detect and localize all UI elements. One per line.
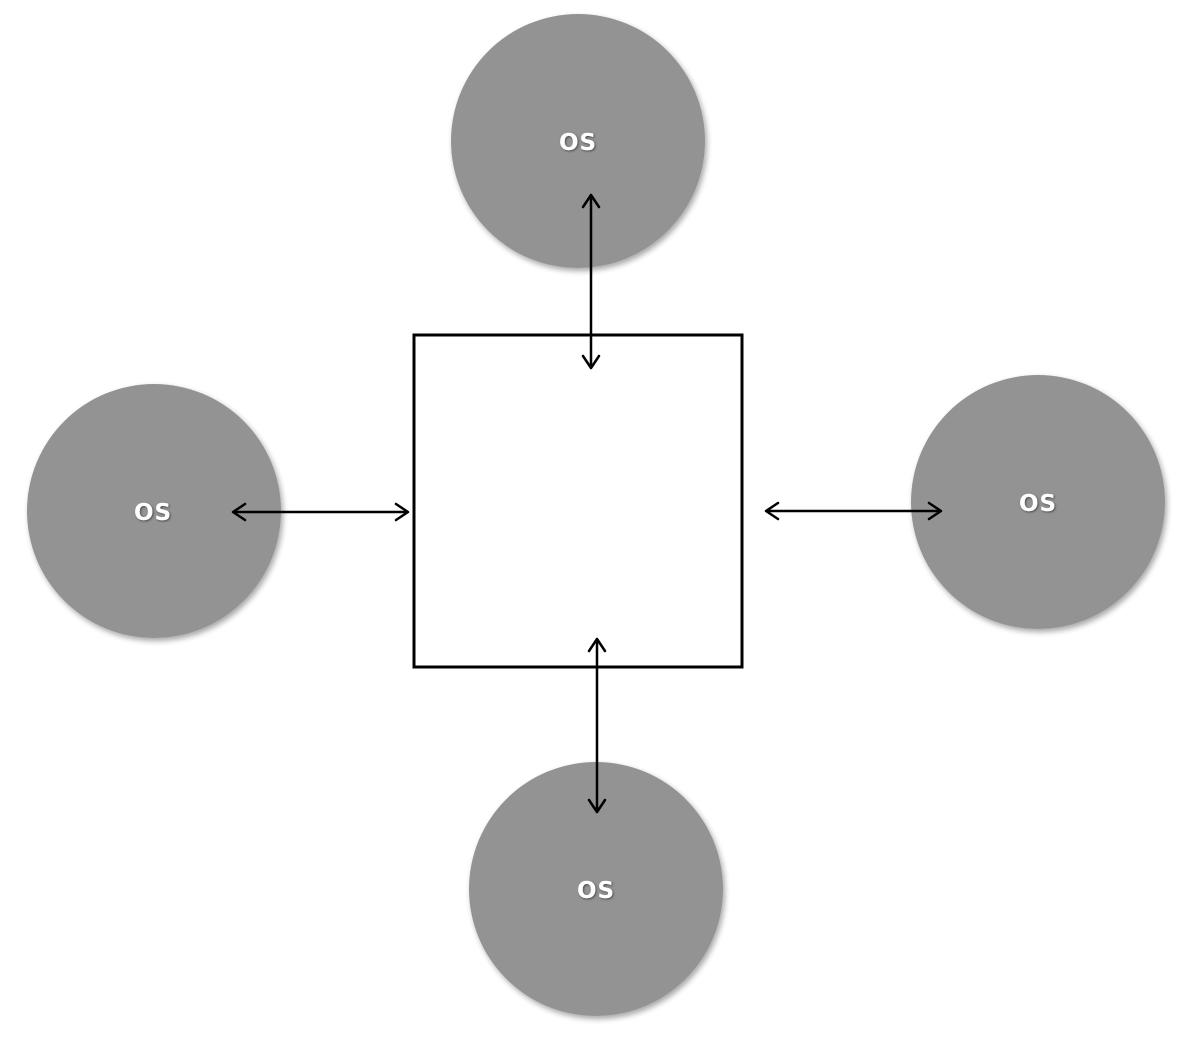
arrow-center-top <box>581 193 601 370</box>
arrow-center-right <box>764 501 943 521</box>
arrow-center-bottom <box>587 637 607 814</box>
os-node-right-circle <box>911 375 1165 629</box>
os-node-left: OS <box>27 384 281 638</box>
os-node-top-circle <box>451 14 705 268</box>
center-box <box>412 333 744 669</box>
arrow-center-left <box>231 502 410 522</box>
os-node-bottom-circle <box>469 762 723 1016</box>
os-node-right: OS <box>911 375 1165 629</box>
os-node-left-label: OS <box>134 500 172 526</box>
os-node-bottom-label: OS <box>577 878 615 904</box>
os-node-top: OS <box>451 14 705 268</box>
os-node-top-label: OS <box>559 130 597 156</box>
os-node-right-label: OS <box>1019 491 1057 517</box>
os-node-left-circle <box>27 384 281 638</box>
os-node-bottom: OS <box>469 762 723 1016</box>
